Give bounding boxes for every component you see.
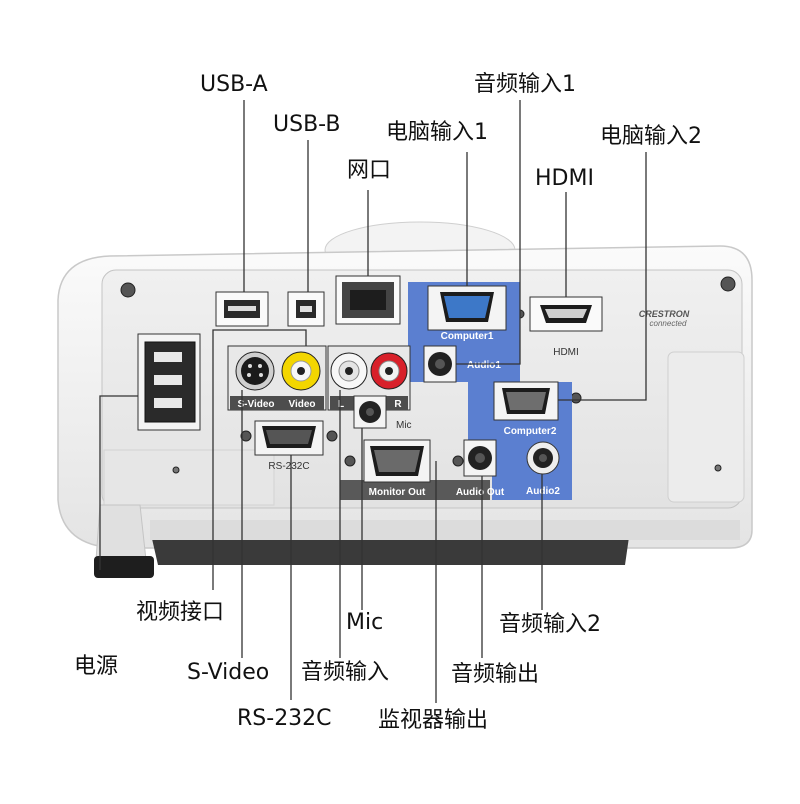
panel-label-rs232c: RS-232C [268, 461, 309, 472]
output-label-bar [340, 480, 490, 500]
audio-right-jack [370, 352, 408, 390]
video-jack-yellow [281, 351, 321, 391]
computer2-vga-port [493, 381, 559, 421]
brand-logo-subtext: connected [650, 319, 687, 328]
s-video-jack [235, 351, 275, 391]
lan-port [335, 275, 401, 325]
callout-lan: 网口 [347, 158, 392, 183]
panel-label-r: R [394, 399, 402, 410]
side-cover [667, 351, 745, 503]
callout-monitor-out: 监视器输出 [378, 708, 489, 733]
brand-logo-text: CRESTRON [639, 309, 690, 319]
hdmi-port [529, 296, 603, 332]
callout-computer-in-2: 电脑输入2 [600, 124, 702, 149]
callout-audio-in: 音频输入 [301, 660, 390, 685]
leader-audio1 [456, 100, 521, 365]
callout-mic: Mic [346, 610, 384, 635]
callout-usb-b: USB-B [273, 112, 341, 137]
panel-label-mic: Mic [396, 420, 412, 431]
power-inlet [137, 333, 201, 431]
rs232c-port [254, 420, 324, 456]
panel-label-l: L [338, 399, 344, 410]
audio-left-jack [330, 352, 368, 390]
monitor-out-vga-port [363, 439, 431, 483]
panel-label-monitor-out: Monitor Out [369, 487, 426, 498]
audio2-jack [526, 441, 560, 475]
panel-label-audio2: Audio2 [526, 486, 560, 497]
panel-label-hdmi: HDMI [553, 347, 579, 358]
callout-audio-out: 音频输出 [451, 662, 540, 687]
panel-label-audio-out: Audio Out [456, 487, 505, 498]
panel-label-audio1: Audio1 [467, 360, 501, 371]
audio1-jack [423, 345, 457, 383]
leader-video-port [212, 329, 307, 590]
callout-power: 电源 [74, 654, 119, 679]
callout-audio-in-1: 音频输入1 [474, 72, 576, 97]
callout-hdmi: HDMI [535, 166, 594, 191]
panel-label-computer1: Computer1 [441, 331, 494, 342]
callout-s-video: S-Video [187, 660, 270, 685]
panel-label-s-video: S-Video [237, 399, 274, 410]
blue-input-panel [408, 282, 572, 500]
callout-rs232c: RS-232C [237, 706, 332, 731]
callout-video-port: 视频接口 [136, 600, 225, 625]
panel-label-computer2: Computer2 [504, 426, 557, 437]
audio-out-jack [463, 439, 497, 477]
panel-labels: Computer1 Audio1 Computer2 Audio2 HDMI S… [237, 309, 689, 498]
usb-a-port [215, 291, 269, 327]
callout-computer-in-1: 电脑输入1 [386, 120, 488, 145]
mic-jack [353, 395, 387, 429]
leader-lines [99, 100, 647, 703]
panel-label-video: Video [288, 399, 315, 410]
usb-b-port [287, 291, 325, 327]
callout-usb-a: USB-A [200, 72, 268, 97]
leader-power [99, 395, 138, 570]
adjustable-foot [94, 504, 154, 578]
computer1-vga-port [427, 285, 507, 331]
leader-computer2 [558, 152, 647, 401]
callout-audio-in-2: 音频输入2 [499, 612, 601, 637]
